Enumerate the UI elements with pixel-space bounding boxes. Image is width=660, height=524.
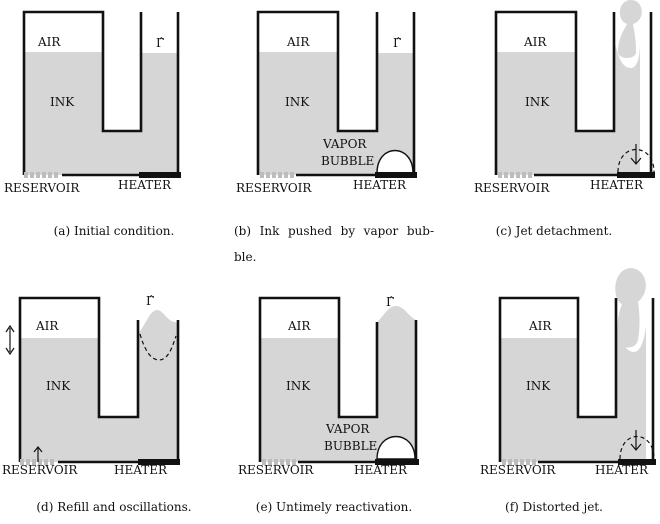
ink-label: INK	[286, 379, 311, 393]
air-label: AIR	[287, 319, 311, 333]
reservoir-label: RESERVOIR	[474, 181, 550, 195]
reservoir-grate	[502, 459, 536, 465]
caption-c: (c) Jet detachment.	[495, 224, 613, 238]
diagram-d: AIR INK Γ̂ RESERVOIR HEATER	[2, 294, 180, 477]
heater-element	[618, 459, 656, 465]
panel-b-ink-pushed: AIR INK Γ̂ VAPOR BUBBLE RESERVOIR HEATER…	[220, 0, 440, 264]
vapor-label: VAPOR	[325, 422, 370, 436]
vapor-label: VAPOR	[322, 137, 367, 151]
ink-label: INK	[526, 379, 551, 393]
heater-element	[138, 459, 180, 465]
panel-f-distorted-jet: AIR INK RESERVOIR HEATER (f) Distorted j…	[440, 262, 660, 524]
heater-label: HEATER	[118, 178, 172, 192]
bubble-label: BUBBLE	[321, 154, 374, 168]
air-label: AIR	[37, 35, 61, 49]
diagram-c: AIR INK RESERVOIR HEATER	[474, 0, 655, 195]
heater-element	[617, 172, 655, 178]
ink-fill	[258, 52, 414, 175]
caption-e: (e) Untimely reactivation.	[255, 500, 413, 514]
heater-label: HEATER	[354, 463, 408, 477]
down-arrow-icon	[630, 430, 642, 451]
ink-label: INK	[525, 95, 550, 109]
reservoir-grate	[262, 459, 296, 465]
up-arrow-icon	[33, 446, 43, 462]
ink-fill	[24, 52, 178, 175]
reservoir-label: RESERVOIR	[236, 181, 312, 195]
diagram-e: AIR INK Γ̂ VAPOR BUBBLE RESERVOIR HEATER	[238, 295, 419, 477]
caption-d: (d) Refill and oscillations.	[36, 500, 192, 514]
reservoir-grate	[498, 172, 532, 178]
panel-d-refill-oscillations: AIR INK Γ̂ RESERVOIR HEATER (d) Refill a…	[0, 262, 220, 524]
heater-element	[375, 459, 419, 465]
collapsing-bubble-outline	[619, 435, 655, 460]
caption-a: (a) Initial condition.	[53, 224, 175, 238]
bubble-label: BUBBLE	[324, 439, 377, 453]
heater-label: HEATER	[595, 463, 649, 477]
ink-jet	[615, 268, 646, 348]
reservoir-grate	[260, 172, 294, 178]
panel-a-initial-condition: AIR INK Γ̂ RESERVOIR HEATER (a) Initial …	[0, 0, 220, 262]
panel-c-jet-detachment: AIR INK RESERVOIR HEATER (c) Jet detachm…	[440, 0, 660, 262]
air-label: AIR	[523, 35, 547, 49]
ink-fill	[500, 324, 646, 462]
double-arrow-icon	[5, 324, 15, 356]
diagram-f: AIR INK RESERVOIR HEATER	[480, 268, 656, 477]
ink-label: INK	[50, 95, 75, 109]
reservoir-label: RESERVOIR	[2, 463, 78, 477]
reservoir-label: RESERVOIR	[4, 181, 80, 195]
reservoir-label: RESERVOIR	[480, 463, 556, 477]
heater-label: HEATER	[590, 178, 644, 192]
reservoir-grate	[20, 459, 54, 465]
caption-f: (f) Distorted jet.	[505, 500, 603, 514]
gamma-label: Γ̂	[146, 294, 154, 308]
ink-jet	[618, 0, 642, 58]
heater-label: HEATER	[114, 463, 168, 477]
diagram-b: AIR INK Γ̂ VAPOR BUBBLE RESERVOIR HEATER	[236, 10, 417, 195]
heater-element	[139, 172, 181, 178]
gamma-label: Γ̂	[386, 295, 394, 309]
air-label: AIR	[286, 35, 310, 49]
collapsing-bubble-outline	[617, 148, 655, 173]
reservoir-grate	[24, 172, 58, 178]
gamma-label: Γ̂	[156, 36, 164, 50]
caption-b: (b) Ink pushed by vapor bub- ble.	[234, 224, 434, 264]
heater-element	[375, 172, 417, 178]
reservoir-label: RESERVOIR	[238, 463, 314, 477]
down-arrow-icon	[630, 144, 642, 165]
ink-label: INK	[46, 379, 71, 393]
diagram-a: AIR INK Γ̂ RESERVOIR HEATER	[4, 10, 181, 195]
heater-label: HEATER	[353, 178, 407, 192]
air-label: AIR	[35, 319, 59, 333]
ink-label: INK	[285, 95, 310, 109]
panel-e-untimely-reactivation: AIR INK Γ̂ VAPOR BUBBLE RESERVOIR HEATER…	[220, 262, 440, 524]
gamma-label: Γ̂	[393, 36, 401, 50]
air-label: AIR	[528, 319, 552, 333]
ink-fill	[496, 40, 640, 175]
